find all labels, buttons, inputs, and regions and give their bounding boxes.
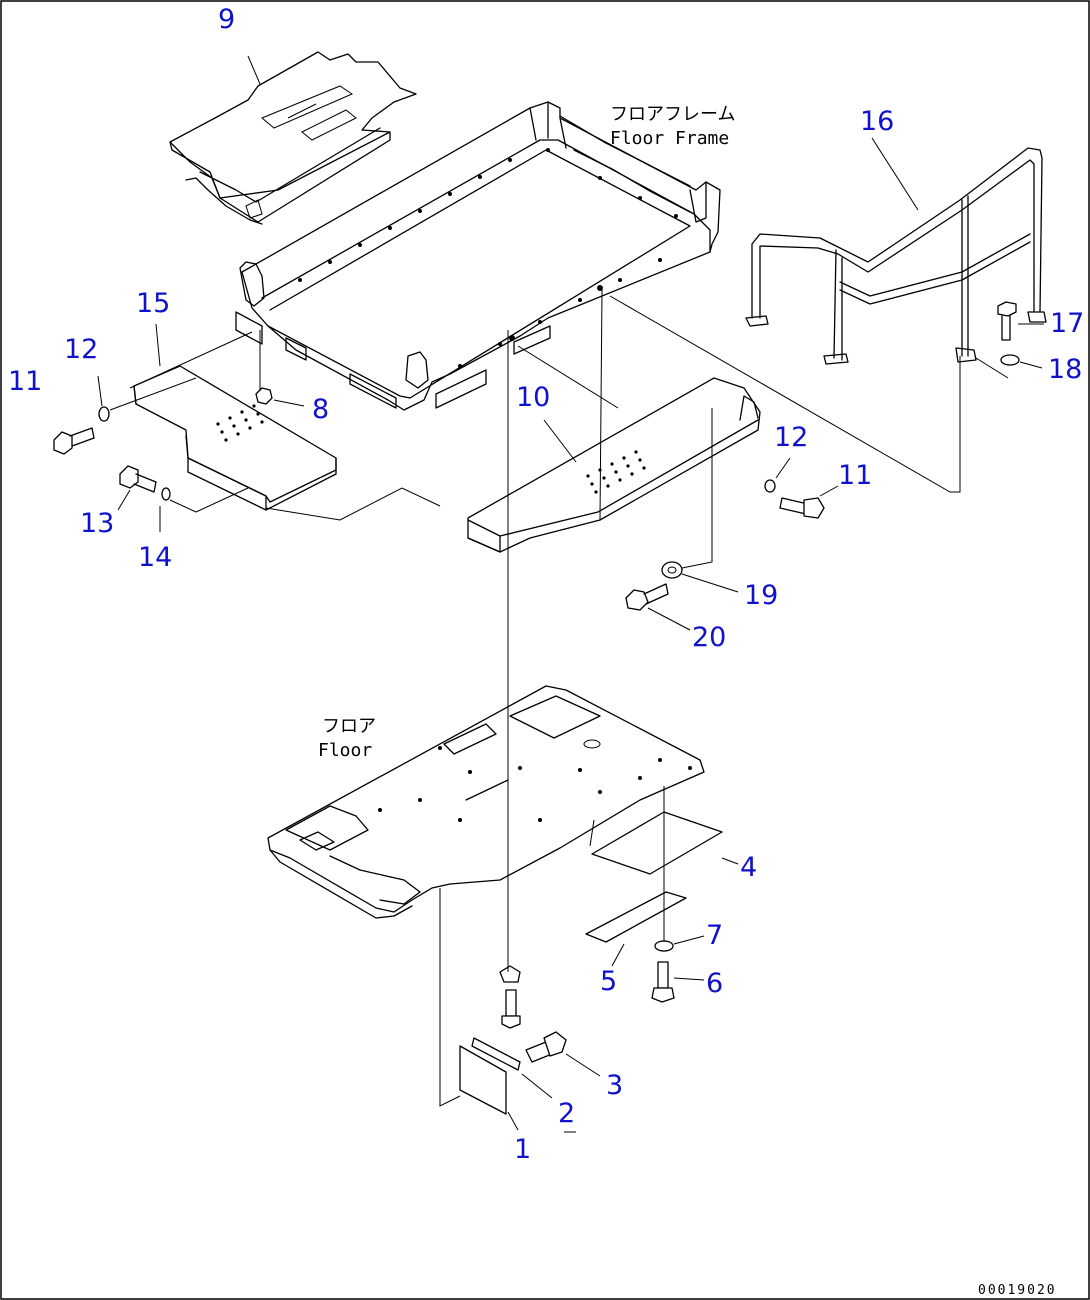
- callout-12-right: 12: [774, 422, 808, 453]
- part-14-washer: [159, 487, 197, 532]
- floor-frame: [235, 101, 721, 411]
- callout-9: 9: [218, 4, 235, 35]
- callout-5: 5: [600, 966, 617, 997]
- callout-1: 1: [514, 1134, 531, 1165]
- part-12-washer-left: [97, 375, 197, 422]
- floor-bolt: [499, 965, 521, 1029]
- callout-13: 13: [80, 508, 114, 539]
- assembly-lines: [129, 55, 961, 1107]
- part-11-bolt-right: [779, 485, 839, 519]
- part-18-washer: [1000, 354, 1043, 369]
- callout-3: 3: [606, 1070, 623, 1101]
- part-10-step-plate: [467, 377, 761, 553]
- callout-17: 17: [1050, 308, 1084, 339]
- part-7-washer: [654, 935, 705, 952]
- callout-14: 14: [138, 542, 172, 573]
- callout-16: 16: [860, 106, 894, 137]
- callout-19: 19: [744, 580, 778, 611]
- callout-15: 15: [136, 288, 170, 319]
- part-6-bolt: [651, 961, 705, 1003]
- callout-18: 18: [1048, 354, 1082, 385]
- part-9-floor-mat: [169, 51, 417, 225]
- part-11-bolt-left: [53, 427, 95, 455]
- callout-10: 10: [516, 382, 550, 413]
- callout-12-left: 12: [64, 334, 98, 365]
- callout-6: 6: [706, 968, 723, 999]
- callout-2: 2: [558, 1098, 575, 1129]
- floor-label-en: Floor: [318, 740, 372, 761]
- callout-11-left: 11: [8, 366, 42, 397]
- part-2-plate: [471, 1037, 576, 1133]
- floor-frame-label-en: Floor Frame: [610, 128, 729, 149]
- part-8-nut: [255, 387, 305, 407]
- floor: [267, 685, 705, 919]
- part-16-handrail: [745, 147, 1047, 379]
- drawing-code: 00019020: [978, 1283, 1057, 1298]
- part-15-step-plate: [133, 365, 337, 511]
- callout-20: 20: [692, 622, 726, 653]
- part-1-cover-plate: [459, 1045, 519, 1131]
- callout-7: 7: [706, 920, 723, 951]
- floor-frame-label-jp: フロアフレーム: [610, 104, 735, 125]
- floor-label-jp: フロア: [322, 716, 376, 737]
- part-13-bolt: [117, 465, 157, 511]
- part-17-bolt: [997, 301, 1044, 341]
- part-4-cover: [591, 811, 739, 875]
- part-3-bolt: [525, 1031, 601, 1077]
- callout-4: 4: [740, 852, 757, 883]
- part-12-washer-right: [764, 457, 791, 493]
- callout-8: 8: [312, 394, 329, 425]
- callout-11-right: 11: [838, 460, 872, 491]
- part-19-spacer: [661, 561, 739, 593]
- part-20-bolt: [625, 583, 691, 631]
- part-5-plate: [585, 891, 687, 967]
